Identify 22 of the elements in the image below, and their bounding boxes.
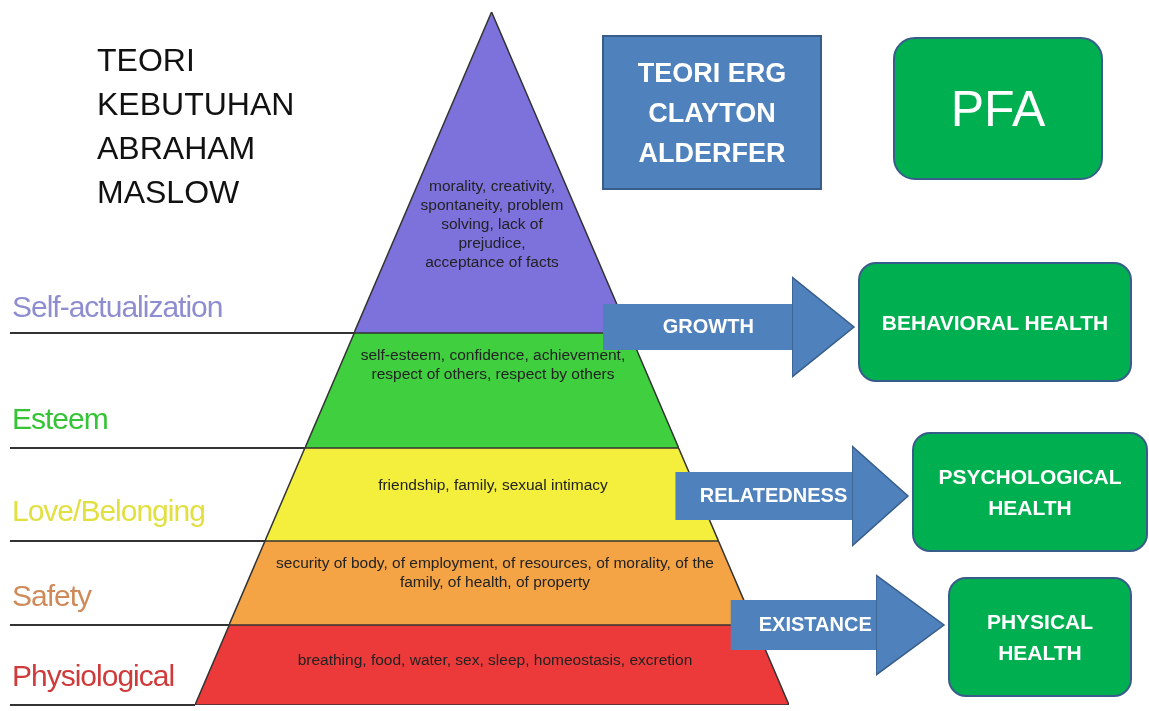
outcome-box: PHYSICAL HEALTH — [948, 577, 1132, 697]
heading: TEORI KEBUTUHAN ABRAHAM MASLOW — [97, 41, 296, 212]
block-arrow — [675, 445, 909, 547]
level-text: morality, creativity, spontaneity, problem solving, lack of prejudice, acceptance of facts — [419, 176, 565, 271]
level-text: self-esteem, confidence, achievement, respect of others, respect by others — [359, 345, 627, 383]
level-text: security of body, of employment, of resources, of morality, of the family, of health, of property — [275, 553, 715, 591]
block-arrow — [603, 276, 855, 378]
level-label: Love/Belonging — [12, 494, 205, 528]
level-text: breathing, food, water, sex, sleep, homeostasis, excretion — [296, 650, 694, 669]
edge-label: GROWTH — [661, 315, 755, 338]
level-label: Physiological — [12, 659, 175, 693]
outcome-box: PSYCHOLOGICAL HEALTH — [912, 432, 1148, 552]
edge-label: RELATEDNESS — [698, 484, 849, 507]
outcome-box: BEHAVIORAL HEALTH — [858, 262, 1132, 382]
level-label: Self-actualization — [12, 290, 223, 324]
level-label: Esteem — [12, 402, 108, 436]
title-box: PFA — [893, 37, 1103, 180]
level-text: friendship, family, sexual intimacy — [377, 475, 609, 494]
block-arrow — [730, 574, 945, 676]
theory-box: TEORI ERG CLAYTON ALDERFER — [602, 35, 822, 190]
edge-label: EXISTANCE — [757, 613, 873, 636]
level-label: Safety — [12, 579, 92, 613]
